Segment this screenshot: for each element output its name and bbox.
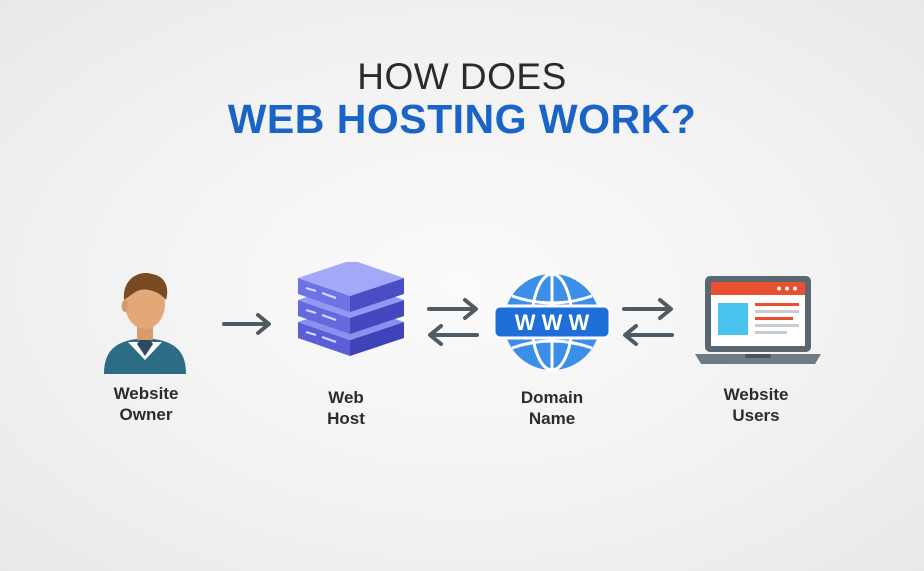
bidirectional-arrow-icon	[425, 297, 481, 347]
person-icon	[100, 266, 190, 376]
server-icon	[292, 262, 412, 358]
arrow-right-icon	[222, 312, 274, 336]
title-line-2: WEB HOSTING WORK?	[227, 96, 697, 142]
title-line-1: HOW DOES	[357, 56, 567, 97]
laptop-icon	[693, 274, 823, 366]
bidirectional-arrow-icon-2	[620, 297, 676, 347]
globe-www-text: W W W	[515, 310, 590, 335]
globe-icon: W W W	[494, 270, 610, 374]
